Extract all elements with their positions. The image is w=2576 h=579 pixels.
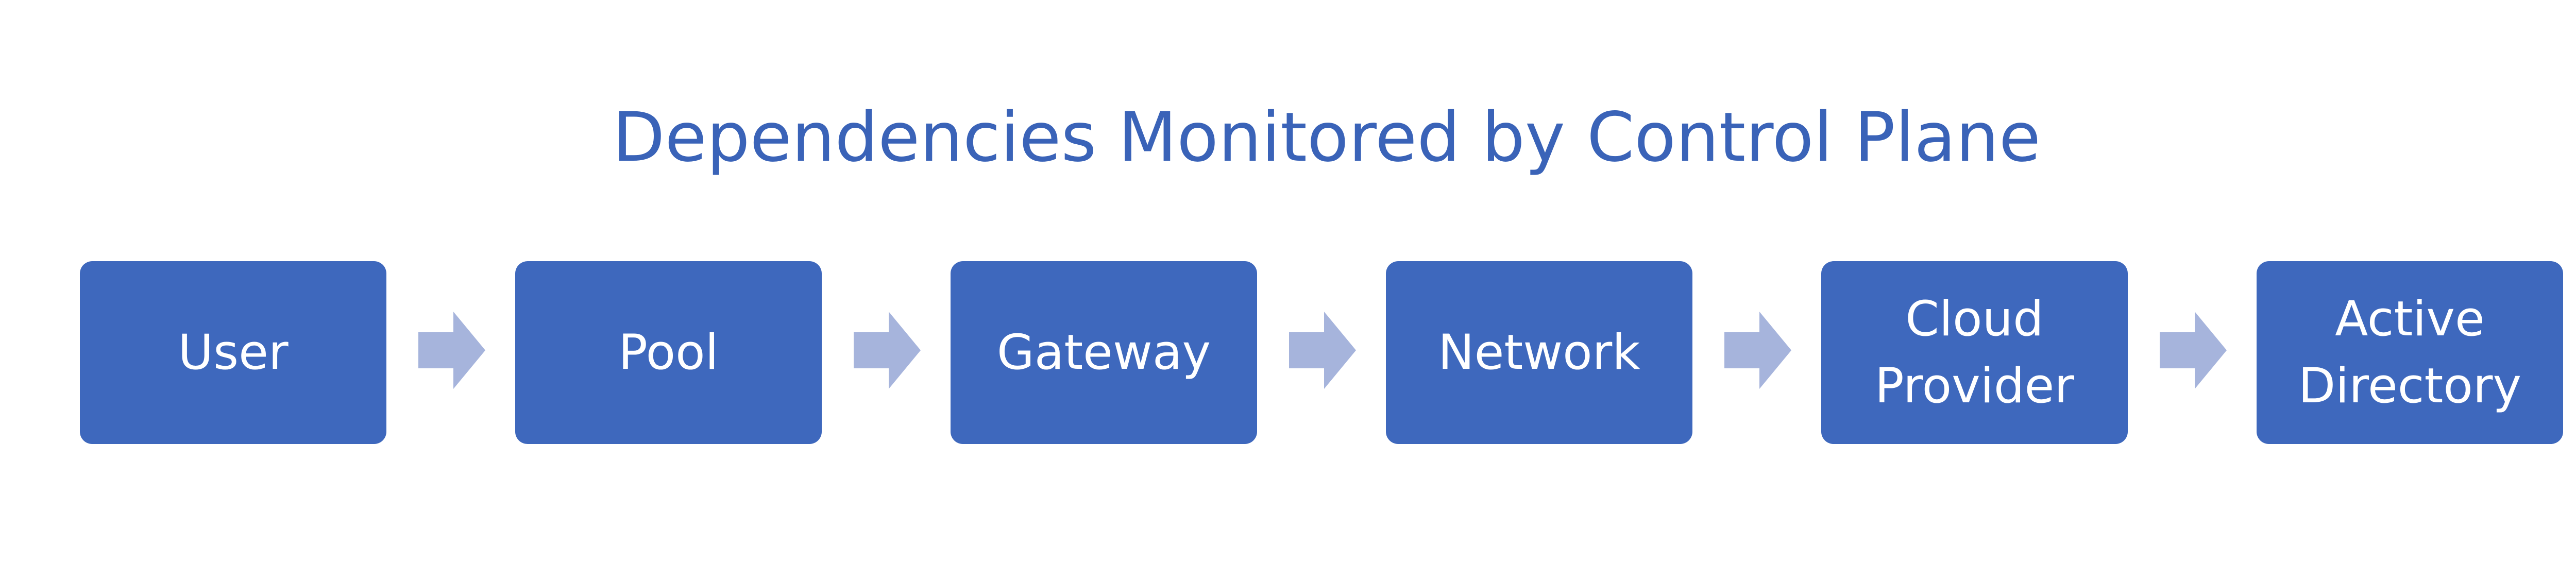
right-arrow-icon — [418, 312, 485, 389]
right-arrow-icon — [1724, 312, 1791, 389]
right-arrow-icon — [1724, 312, 1791, 389]
node-cloud-provider: Cloud Provider — [1821, 261, 2128, 444]
node-label: User — [178, 324, 289, 381]
diagram-title: Dependencies Monitored by Control Plane — [612, 98, 2041, 177]
node-active-directory: Active Directory — [2257, 261, 2563, 444]
node-gateway: Gateway — [951, 261, 1257, 444]
right-arrow-icon — [418, 312, 485, 389]
node-label: Gateway — [996, 324, 1211, 381]
node-user: User — [80, 261, 386, 444]
right-arrow-icon — [854, 312, 921, 389]
right-arrow-icon — [1289, 312, 1356, 389]
right-arrow-icon — [1289, 312, 1356, 389]
node-label: Network — [1438, 324, 1640, 381]
node-pool: Pool — [515, 261, 822, 444]
node-label: Active Directory — [2298, 291, 2522, 414]
node-network: Network — [1386, 261, 1692, 444]
node-label: Cloud Provider — [1874, 291, 2074, 414]
right-arrow-icon — [854, 312, 921, 389]
node-label: Pool — [618, 324, 719, 381]
right-arrow-icon — [2160, 312, 2227, 389]
right-arrow-icon — [2160, 312, 2227, 389]
